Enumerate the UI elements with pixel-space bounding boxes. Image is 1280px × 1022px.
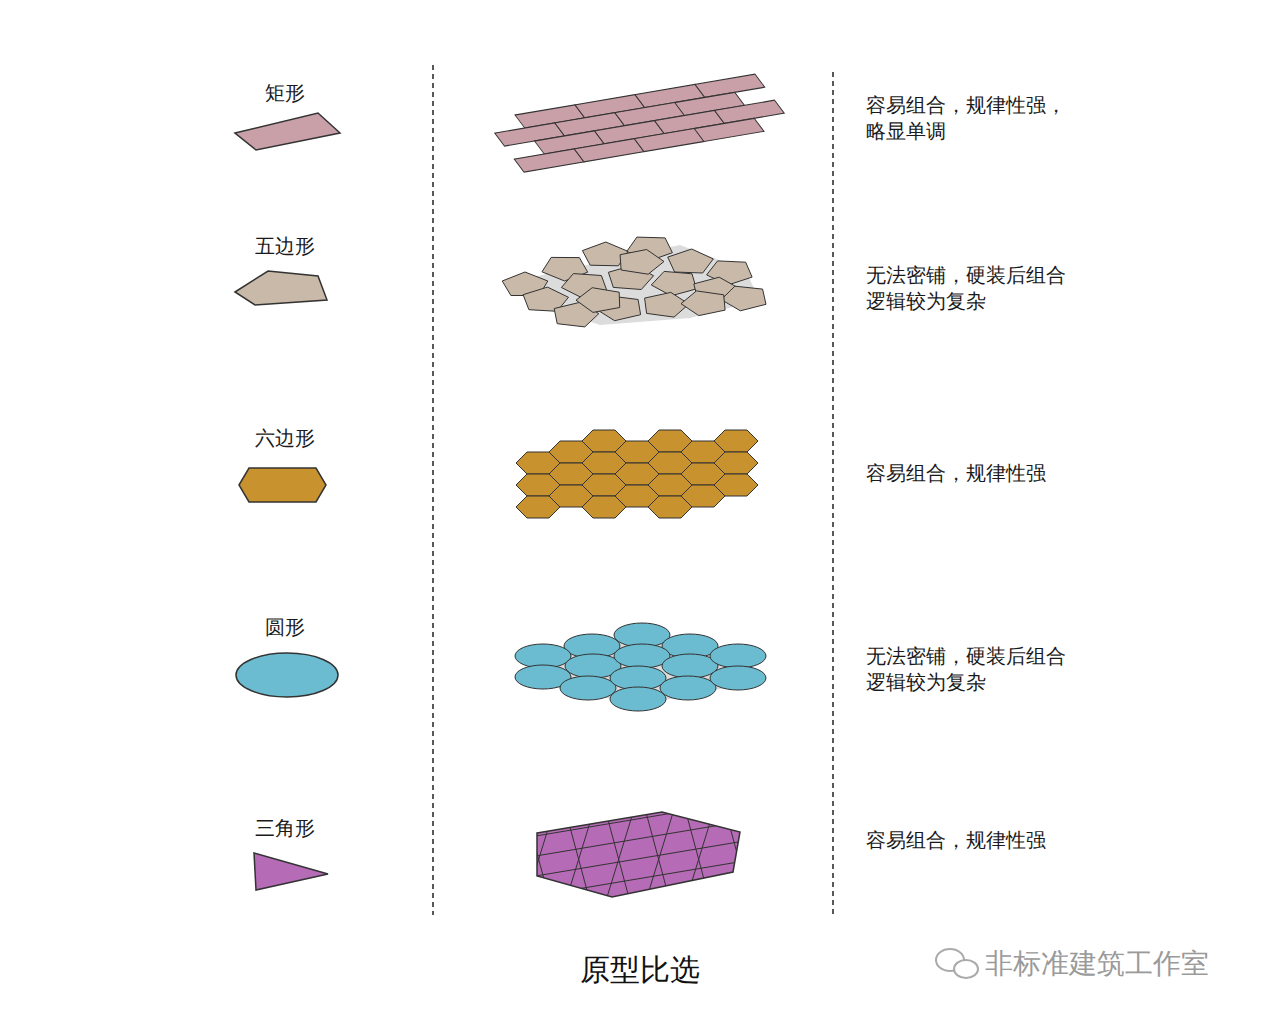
grid-line bbox=[280, 790, 315, 920]
pentagon-tile bbox=[576, 288, 620, 313]
triangle-prototype bbox=[254, 853, 328, 890]
pentagon-tile bbox=[620, 250, 664, 275]
grid-line bbox=[640, 790, 680, 920]
triangle-tiling bbox=[280, 735, 1040, 982]
grid-line bbox=[480, 790, 515, 920]
grid-line bbox=[720, 790, 760, 920]
circle-tile bbox=[662, 654, 718, 678]
grid-line bbox=[560, 790, 600, 920]
grid-line bbox=[480, 790, 520, 920]
divider-line bbox=[432, 65, 434, 915]
brick bbox=[514, 149, 584, 172]
brick bbox=[694, 118, 764, 141]
shape-note: 无法密铺，硬装后组合 逻辑较为复杂 bbox=[866, 262, 1078, 314]
circle-tile bbox=[610, 687, 666, 711]
grid-line bbox=[840, 790, 875, 920]
grid-line bbox=[920, 790, 960, 920]
grid-line bbox=[840, 790, 880, 920]
circle-tile bbox=[614, 623, 670, 647]
grid-line bbox=[680, 790, 715, 920]
pentagon-tiling bbox=[502, 237, 766, 327]
pentagon-prototype bbox=[235, 271, 327, 305]
grid-line bbox=[600, 790, 640, 920]
triangle-tiling-outline bbox=[537, 812, 740, 897]
circle-prototype bbox=[236, 653, 338, 697]
rectangle-prototype bbox=[235, 113, 340, 150]
grid-line bbox=[800, 790, 835, 920]
grid-line bbox=[560, 790, 595, 920]
grid-line bbox=[880, 790, 920, 920]
circle-tile bbox=[614, 644, 670, 668]
grid-line bbox=[760, 790, 800, 920]
grid-line bbox=[520, 790, 560, 920]
grid-line bbox=[800, 790, 840, 920]
hexagon-prototype bbox=[239, 468, 326, 502]
grid-line bbox=[1000, 790, 1040, 920]
shape-name: 矩形 bbox=[235, 80, 335, 106]
shape-note: 无法密铺，硬装后组合 逻辑较为复杂 bbox=[866, 643, 1078, 695]
circle-tiling bbox=[515, 623, 766, 711]
grid-line bbox=[720, 790, 755, 920]
grid-line bbox=[500, 735, 780, 782]
shape-name: 五边形 bbox=[235, 233, 335, 259]
grid-line bbox=[500, 855, 780, 902]
pentagon-tile bbox=[681, 291, 725, 316]
pentagon-tile bbox=[668, 249, 714, 273]
brick bbox=[634, 129, 704, 152]
hexagon-tile bbox=[714, 452, 758, 474]
grid-line bbox=[680, 790, 720, 920]
circle-tile bbox=[660, 676, 716, 700]
shape-note: 容易组合，规律性强 bbox=[866, 827, 1078, 853]
hexagon-tile bbox=[714, 474, 758, 496]
grid-line bbox=[440, 790, 480, 920]
shape-name: 六边形 bbox=[235, 425, 335, 451]
pentagon-tile bbox=[651, 271, 696, 295]
shape-note: 容易组合，规律性强 bbox=[866, 460, 1078, 486]
grid-line bbox=[640, 790, 675, 920]
grid-line bbox=[960, 790, 1000, 920]
grid-line bbox=[500, 875, 780, 922]
grid-line bbox=[500, 755, 780, 802]
circle-tile bbox=[515, 644, 571, 668]
grid-line bbox=[760, 790, 795, 920]
circle-tile bbox=[610, 666, 666, 690]
grid-line bbox=[320, 790, 355, 920]
grid-line bbox=[500, 815, 780, 862]
shape-name: 圆形 bbox=[235, 614, 335, 640]
circle-tile bbox=[710, 666, 766, 690]
grid-line bbox=[500, 895, 780, 942]
shape-name: 三角形 bbox=[235, 815, 335, 841]
hexagon-tiling bbox=[516, 430, 758, 518]
brick-tiling bbox=[485, 74, 794, 172]
shape-note: 容易组合，规律性强， 略显单调 bbox=[866, 92, 1078, 144]
grid-line bbox=[600, 790, 635, 920]
watermark: 非标准建筑工作室 bbox=[985, 946, 1265, 982]
grid-line bbox=[400, 790, 435, 920]
diagram-title: 原型比选 bbox=[440, 950, 840, 990]
grid-line bbox=[440, 790, 475, 920]
triangle-tiling-fill bbox=[537, 812, 740, 897]
brick bbox=[574, 139, 644, 162]
wechat-icon bbox=[936, 949, 978, 978]
grid-line bbox=[500, 795, 780, 842]
grid-line bbox=[360, 790, 395, 920]
divider-line bbox=[832, 72, 834, 918]
circle-tile bbox=[710, 644, 766, 668]
hexagon-tile bbox=[714, 430, 758, 452]
pentagon-tile bbox=[721, 286, 766, 311]
circle-tile bbox=[560, 676, 616, 700]
